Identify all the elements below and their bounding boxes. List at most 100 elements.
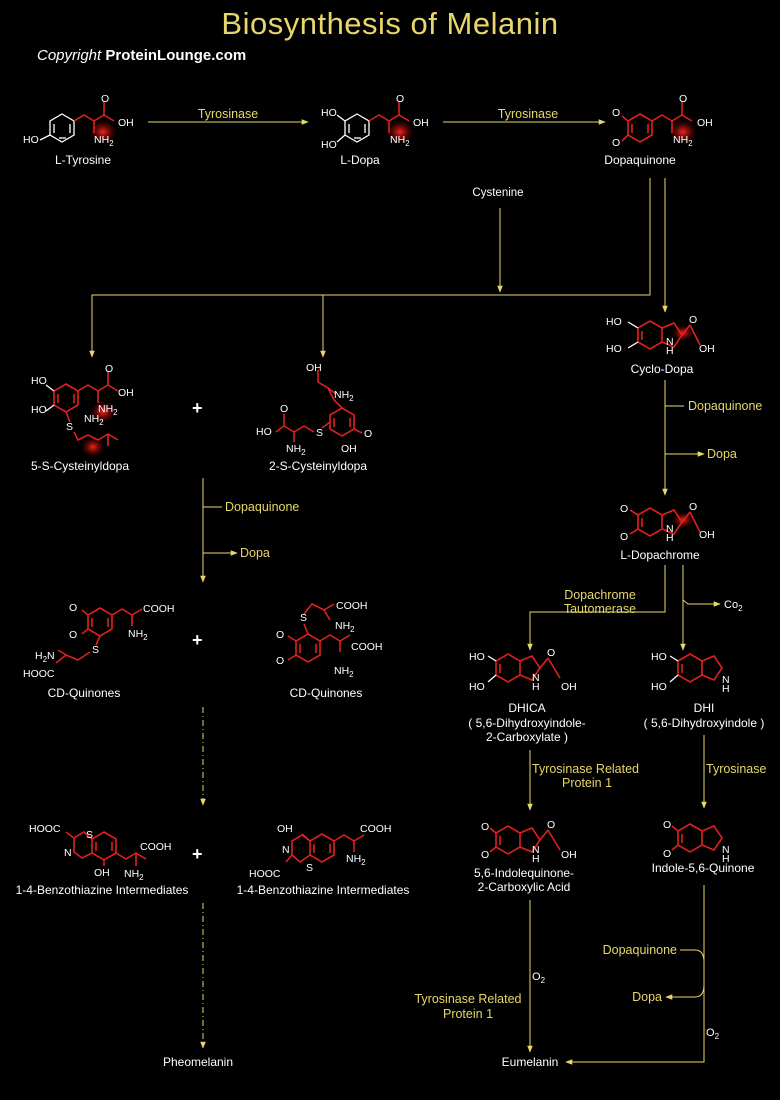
atom-o: O — [612, 137, 620, 149]
atom-o: O — [276, 629, 284, 641]
label-indolequinone-2: 2-Carboxylic Acid — [478, 880, 571, 894]
label-5s-cysteinyldopa: 5-S-Cysteinyldopa — [31, 459, 129, 473]
label-indole-quinone: Indole-5,6-Quinone — [652, 861, 755, 875]
atom-o: O — [481, 821, 489, 833]
atom-nh2: NH2 — [94, 134, 114, 148]
atom-nh2: NH2 — [98, 403, 118, 417]
enzyme-tyrosinase: Tyrosinase — [498, 107, 558, 121]
enzyme-dopaquinone: Dopaquinone — [225, 500, 299, 514]
atom-h: H — [722, 683, 730, 695]
atom-s: S — [306, 862, 313, 874]
atom-oh: OH — [306, 362, 322, 374]
cyclo-dopa-structure: HO HO O OH N H — [606, 314, 715, 357]
atom-h: H — [722, 853, 730, 865]
atom-ho: HO — [31, 375, 47, 387]
atom-nh2: NH2 — [124, 868, 144, 882]
atom-oh: OH — [699, 529, 715, 541]
atom-nh2: NH2 — [286, 443, 306, 457]
label-cystenine: Cystenine — [472, 187, 523, 199]
atom-oh: OH — [118, 117, 134, 129]
enzyme-trp1-a-2: Protein 1 — [562, 776, 612, 790]
atom-ho: HO — [321, 107, 337, 119]
indole-quinone-structure: O O N H — [663, 819, 730, 865]
atom-o: O — [276, 655, 284, 667]
atom-cooh: COOH — [360, 823, 392, 835]
copyright-notice: Copyright ProteinLounge.com — [37, 47, 246, 64]
s5-cysteinyldopa-structure: HO HO O OH NH2 NH2 S — [31, 363, 134, 457]
atom-oh: OH — [341, 443, 357, 455]
atom-nh2: NH2 — [390, 134, 410, 148]
plus-sign: + — [192, 398, 203, 418]
label-cd-quinones-1: CD-Quinones — [48, 686, 121, 700]
copyright-prefix: Copyright — [37, 47, 102, 64]
label-benzothiazine-1: 1-4-Benzothiazine Intermediates — [16, 883, 189, 897]
atom-ho: HO — [469, 651, 485, 663]
atom-o: O — [689, 501, 697, 513]
atom-nh2: NH2 — [335, 620, 355, 634]
indolequinone-carboxylic-structure: O O O OH N H — [481, 819, 577, 865]
atom-oh: OH — [697, 117, 713, 129]
atom-ho: HO — [651, 651, 667, 663]
atom-o: O — [620, 503, 628, 515]
label-dhica: DHICA — [508, 701, 545, 715]
enzyme-dopaquinone: Dopaquinone — [688, 399, 762, 413]
atom-ho: HO — [31, 404, 47, 416]
arrow-co2-out — [682, 599, 721, 607]
atom-ho: HO — [321, 139, 337, 151]
atom-nh2: NH2 — [334, 665, 354, 679]
atom-hooc: HOOC — [249, 868, 281, 880]
atom-h: H — [666, 532, 674, 544]
label-cd-quinones-2: CD-Quinones — [290, 686, 363, 700]
atom-n: N — [282, 844, 290, 856]
atom-ho: HO — [23, 134, 39, 146]
atom-h: H — [666, 345, 674, 357]
atom-s: S — [92, 644, 99, 656]
atom-o: O — [396, 93, 404, 105]
label-dhica-full-2: 2-Carboxylate ) — [486, 730, 568, 744]
atom-hooc: HOOC — [23, 668, 55, 680]
enzyme-dopa: Dopa — [632, 990, 662, 1004]
atom-o: O — [620, 531, 628, 543]
atom-ho: HO — [469, 681, 485, 693]
enzyme-dopa: Dopa — [240, 546, 270, 560]
s2-cysteinyldopa-structure: OH NH2 S O HO NH2 OH O — [256, 362, 372, 457]
label-l-dopachrome: L-Dopachrome — [620, 548, 700, 562]
atom-o: O — [679, 93, 687, 105]
atom-nh2: NH2 — [673, 134, 693, 148]
plus-sign: + — [192, 630, 203, 650]
cd-quinones-2-structure: S COOH NH2 COOH NH2 O O — [276, 600, 383, 679]
atom-h2n: H2N — [35, 650, 55, 664]
atom-h: H — [532, 853, 540, 865]
atom-nh2: NH2 — [128, 628, 148, 642]
atom-n: N — [666, 336, 674, 348]
atom-cooh: COOH — [140, 841, 172, 853]
arrow-dopa-c — [665, 984, 705, 1000]
atom-o: O — [547, 819, 555, 831]
enzyme-tyrosinase: Tyrosinase — [198, 107, 258, 121]
atom-oh: OH — [561, 849, 577, 861]
atom-cooh: COOH — [336, 600, 368, 612]
atom-o: O — [663, 848, 671, 860]
atom-nh2: NH2 — [346, 853, 366, 867]
enzyme-trp1-b-2: Protein 1 — [443, 1007, 493, 1021]
label-benzothiazine-2: 1-4-Benzothiazine Intermediates — [237, 883, 410, 897]
atom-oh: OH — [94, 867, 110, 879]
arrow-dopachrome-to-dhica — [527, 565, 666, 651]
label-eumelanin: Eumelanin — [502, 1055, 559, 1069]
atom-n: N — [666, 523, 674, 535]
dhi-structure: HO HO N H — [651, 651, 730, 695]
copyright-brand: ProteinLounge.com — [105, 47, 247, 64]
atom-nh2: NH2 — [334, 389, 354, 403]
dhica-structure: HO HO O OH N H — [469, 647, 577, 693]
side-branch-in — [680, 949, 705, 963]
atom-s: S — [316, 427, 323, 439]
label-dopaquinone: Dopaquinone — [604, 153, 676, 167]
enzyme-dopa: Dopa — [707, 447, 737, 461]
atom-ho: HO — [256, 426, 272, 438]
atom-cooh: COOH — [351, 641, 383, 653]
label-co2: Co2 — [724, 599, 743, 613]
atom-nh2: NH2 — [84, 413, 104, 427]
enzyme-dopaquinone: Dopaquinone — [603, 943, 677, 957]
benzothiazine-2-structure: OH N S HOOC COOH NH2 — [249, 823, 392, 880]
